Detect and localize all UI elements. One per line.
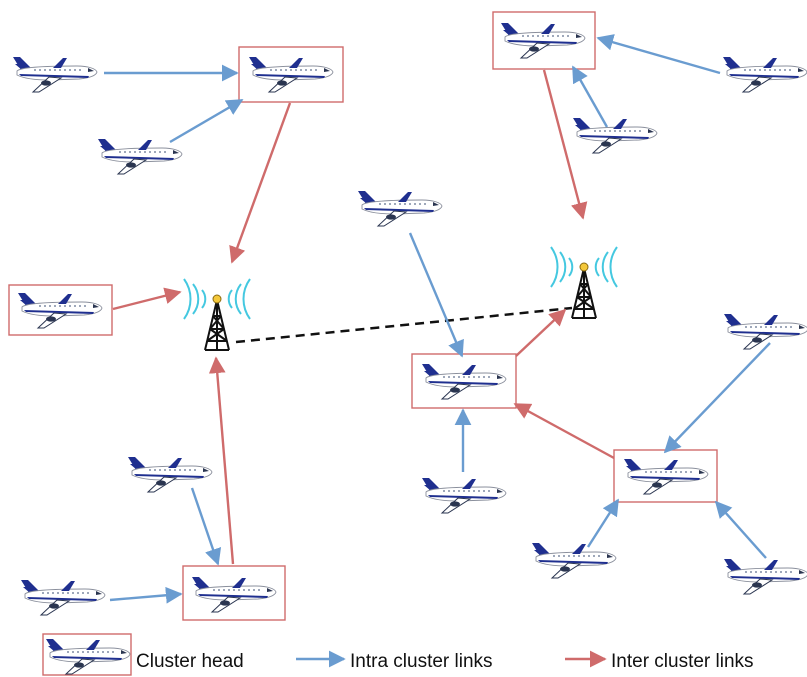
- inter-link: [229, 102, 292, 264]
- cluster-head-box: [492, 11, 596, 70]
- backhaul-link: [235, 306, 573, 344]
- intra-link: [169, 98, 244, 144]
- intra-link: [109, 586, 183, 604]
- airplane-icon: [248, 56, 334, 93]
- airplane-icon: [20, 579, 106, 616]
- intra-link: [571, 65, 609, 128]
- legend-cluster-head-label: Cluster head: [136, 651, 244, 672]
- airplane-icon: [97, 138, 183, 175]
- cluster-head-box: [8, 284, 113, 336]
- radio-tower-icon: [183, 278, 251, 351]
- intra-link: [408, 232, 464, 358]
- airplane-icon: [12, 56, 98, 93]
- inter-link: [208, 356, 235, 565]
- airplane-icon: [723, 558, 807, 595]
- legend: Cluster head Intra cluster links Inter c…: [42, 633, 754, 676]
- airplane-icon: [723, 313, 807, 350]
- airplane-icon: [357, 190, 443, 227]
- inter-link: [515, 308, 567, 357]
- airplane-icon: [500, 22, 586, 59]
- airplane-icon: [17, 292, 103, 329]
- legend-intra-label: Intra cluster links: [350, 651, 493, 672]
- airplane-icon: [572, 117, 658, 154]
- intra-link: [190, 487, 222, 566]
- inter-link: [513, 402, 615, 460]
- airplane-icon: [191, 576, 277, 613]
- intra-link: [586, 498, 620, 548]
- cluster-head-box: [238, 46, 344, 103]
- airplane-icon: [722, 56, 807, 93]
- intra-link: [663, 342, 771, 454]
- legend-inter-label: Inter cluster links: [611, 651, 754, 672]
- inter-link: [542, 69, 588, 220]
- radio-tower-icon: [550, 246, 618, 319]
- inter-link: [112, 287, 182, 311]
- cluster-head-box: [411, 353, 517, 409]
- airplane-icon: [127, 456, 213, 493]
- legend-cluster-head-box: [42, 633, 132, 676]
- intra-link: [596, 34, 721, 75]
- cluster-head-box: [182, 565, 286, 621]
- airplane-icon: [421, 363, 507, 400]
- airplane-icon: [531, 542, 617, 579]
- airplane-icon: [421, 477, 507, 514]
- intra-link: [714, 500, 767, 559]
- airplane-icon: [45, 638, 131, 675]
- airplane-icon: [623, 458, 709, 495]
